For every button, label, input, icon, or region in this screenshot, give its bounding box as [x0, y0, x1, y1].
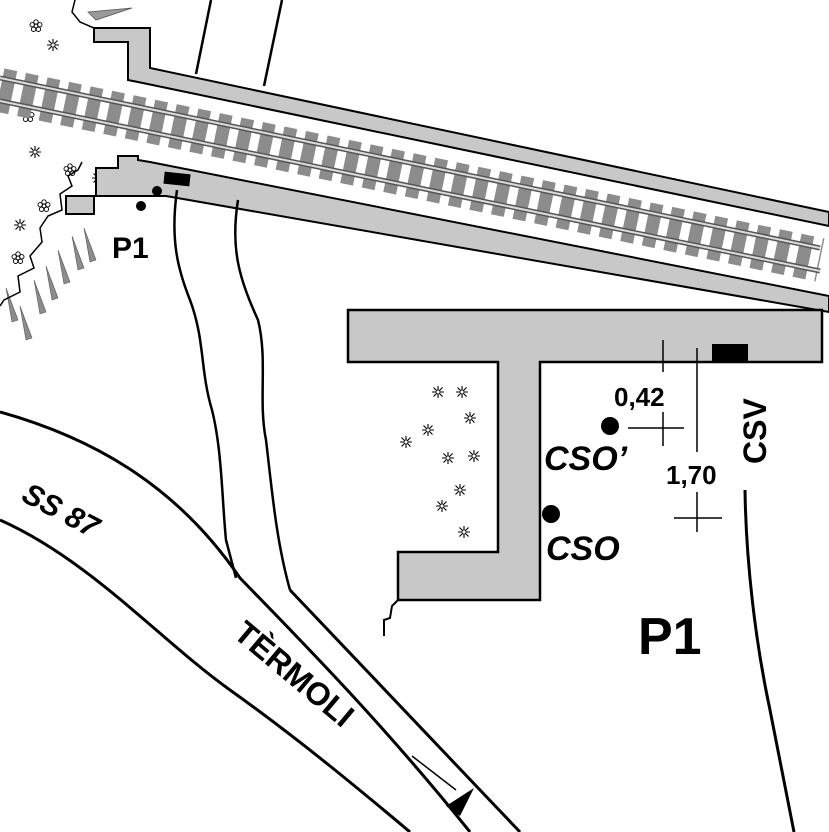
- flower-icon: [63, 163, 77, 176]
- sample-point-icon: [542, 505, 560, 523]
- grass-tuft-icon: [45, 265, 59, 301]
- rail-lower-inner: [0, 100, 821, 272]
- vegetation-inner: [399, 385, 481, 539]
- bridge-upper-parapet: [93, 27, 829, 228]
- flower-icon: [441, 451, 455, 465]
- road-ss87: [0, 410, 522, 832]
- terrain-edge: [0, 0, 97, 307]
- rail-upper-inner: [0, 77, 821, 249]
- p1-small-label: P1: [112, 232, 149, 265]
- csv-label: CSV: [737, 398, 773, 464]
- grass-tuft-icon: [33, 279, 47, 315]
- stream-banks: [173, 0, 292, 591]
- flower-icon: [37, 199, 51, 212]
- rail-sleepers: [0, 68, 825, 282]
- grass-tuft-icon: [83, 227, 97, 263]
- flower-icon: [455, 385, 469, 399]
- sensor-block-icon: [712, 344, 748, 362]
- flower-icon: [457, 525, 471, 539]
- flower-icon: [28, 145, 42, 159]
- flower-icon: [13, 218, 27, 232]
- cso-prime-label: CSO’: [544, 440, 628, 478]
- cso-label: CSO: [546, 530, 620, 568]
- cso-structure: [346, 308, 824, 636]
- flower-icon: [435, 499, 449, 513]
- distance-170-label: 1,70: [666, 460, 717, 490]
- grass-tuft-icon: [19, 305, 33, 341]
- flower-icon: [467, 449, 481, 463]
- road-edge-upper: [0, 410, 472, 832]
- p1-large-label: P1: [638, 608, 702, 666]
- road-edge-lower: [0, 518, 411, 832]
- grass-tuft-icon: [57, 249, 71, 285]
- ground-line-right: [743, 489, 796, 832]
- vegetation-upper-left: [11, 19, 105, 264]
- direction-arrow-icon: [446, 788, 474, 816]
- measurement-lines: [628, 340, 722, 532]
- flower-icon: [431, 385, 445, 399]
- flower-icon: [421, 423, 435, 437]
- wall-ground-edge: [383, 599, 399, 636]
- sample-point-icon: [601, 417, 619, 435]
- sensor-block-icon: [163, 171, 191, 187]
- flower-icon: [11, 251, 25, 264]
- sample-point-icon: [152, 186, 162, 196]
- bridge-lower-parapet: [65, 155, 829, 314]
- stream-upper-right: [262, 0, 284, 87]
- grass-tuft-icon: [71, 235, 85, 271]
- flower-icon: [46, 38, 60, 52]
- flower-icon: [463, 411, 477, 425]
- town-label: TÈRMOLI: [228, 614, 361, 734]
- flower-icon: [453, 483, 467, 497]
- direction-arrow-icon: [87, 7, 133, 21]
- direction-arrow-icon: [411, 755, 457, 791]
- railway-track: [0, 68, 825, 282]
- sample-point-icon: [136, 201, 146, 211]
- flower-icon: [29, 19, 43, 32]
- distance-042-label: 0,42: [614, 382, 665, 412]
- flower-icon: [399, 435, 413, 449]
- stream-bank-left: [173, 189, 238, 579]
- stream-upper-left: [194, 0, 213, 75]
- railway-bridge: [65, 27, 829, 314]
- road-edge-right: [288, 588, 522, 832]
- stream-bank-right: [233, 199, 292, 591]
